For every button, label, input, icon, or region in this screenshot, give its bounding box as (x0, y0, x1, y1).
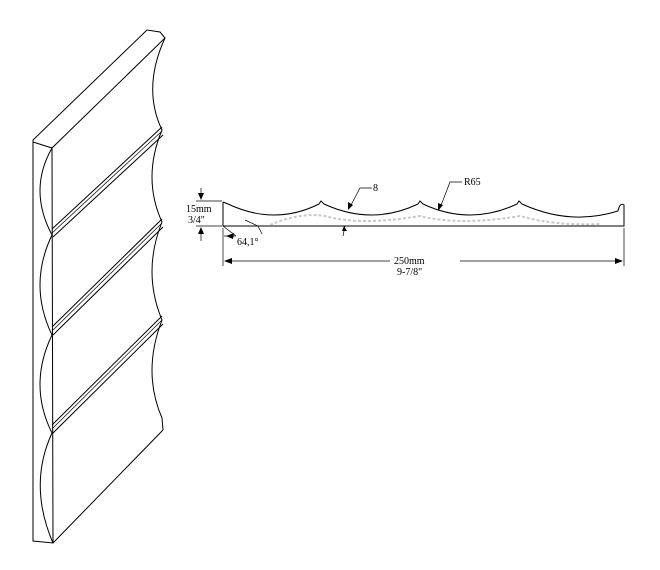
groove-callout: 8 (348, 183, 378, 210)
thickness-mm-label: 15mm (186, 204, 212, 215)
panel-side-face (32, 140, 54, 544)
panel-grooves (51, 126, 164, 434)
panel-profile-view: 15mm 3/4" 250mm 9-7/8" 8 R65 (186, 177, 625, 278)
thickness-in-label: 3/4" (188, 215, 205, 226)
thickness-dimension: 15mm 3/4" (186, 188, 222, 241)
profile-hidden-line (269, 214, 601, 226)
angle-dimension: 64,1° (222, 219, 347, 248)
profile-outline (222, 200, 625, 227)
radius-label: R65 (464, 177, 481, 188)
width-mm-label: 250mm (394, 256, 425, 267)
angle-label: 64,1° (237, 237, 259, 248)
panel-isometric-view (32, 29, 166, 544)
groove-label: 8 (373, 183, 378, 194)
radius-callout: R65 (438, 177, 481, 211)
panel-bottom-edge (52, 429, 164, 544)
panel-right-scallops (151, 37, 166, 431)
panel-top-face (32, 29, 166, 149)
panel-left-scallops (39, 147, 54, 544)
width-in-label: 9-7/8" (397, 267, 422, 278)
width-dimension: 250mm 9-7/8" (222, 228, 625, 278)
